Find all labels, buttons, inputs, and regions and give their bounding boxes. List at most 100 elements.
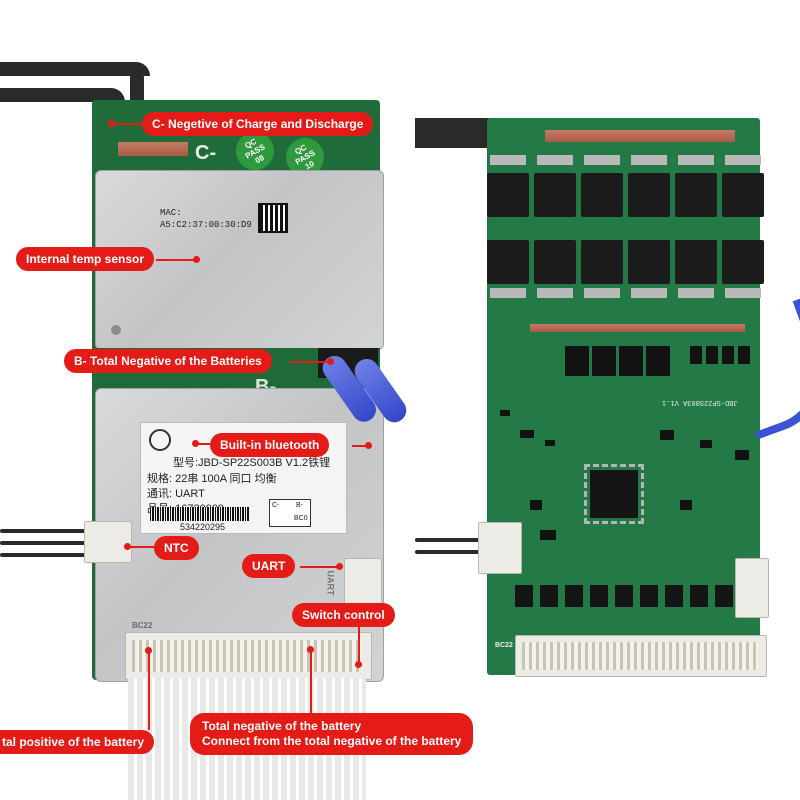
balance-ic (690, 585, 708, 607)
callout-uart: UART (242, 554, 296, 578)
uart-connector (735, 558, 769, 618)
uart-silkscreen: UART (325, 570, 336, 596)
callout-b-negative: B- Total Negative of the Batteries (64, 349, 272, 373)
ntc-wire (415, 550, 485, 554)
balance-ic (615, 585, 633, 607)
screw (111, 325, 121, 335)
mosfet-row-top (487, 155, 764, 235)
brand-logo (149, 429, 171, 451)
leader-dot (193, 256, 200, 263)
callout-c-negative: C- Negetive of Charge and Discharge (142, 112, 374, 136)
mosfet (722, 173, 764, 217)
mosfet (722, 240, 764, 284)
ntc-wire (415, 538, 485, 542)
bc22-silkscreen: BC22 (132, 621, 153, 630)
leader-line (156, 259, 196, 261)
transistor (706, 346, 718, 364)
mosfet (581, 240, 623, 284)
leader-dot (327, 358, 334, 365)
mcu-chip (590, 470, 638, 518)
mosfet (487, 173, 529, 217)
mosfet-row-bottom (487, 240, 764, 320)
mosfet-tab (537, 155, 573, 165)
mosfet-tab (490, 288, 526, 298)
leader-dot (124, 543, 131, 550)
leader-line (196, 443, 210, 445)
qr-code (258, 203, 288, 233)
leader-line (310, 652, 312, 714)
spec-line: 规格: 22串 100A 同口 均衡 (147, 473, 277, 485)
leader-line (290, 361, 330, 363)
model-line: 型号:JBD-SP22S003B V1.2铁锂 (173, 457, 331, 469)
mcu-chip-pins (584, 464, 644, 524)
balance-connector-pins (522, 642, 758, 670)
ntc-connector (478, 522, 522, 574)
leader-dot (145, 647, 152, 654)
smd-component (500, 410, 510, 416)
transistor (646, 346, 670, 376)
mosfet-tab (631, 155, 667, 165)
leader-line (148, 652, 150, 730)
smd-component (540, 530, 556, 540)
mosfet-tab (537, 288, 573, 298)
callout-total-negative-line2: Connect from the total negative of the b… (202, 734, 462, 748)
leader-dot (192, 440, 199, 447)
leader-line (112, 123, 142, 125)
leader-dot (355, 661, 362, 668)
transistor (592, 346, 616, 376)
port-diagram: C- B- BC0 (269, 499, 311, 527)
mosfet-tab (584, 288, 620, 298)
mosfet-tab (725, 288, 761, 298)
callout-total-negative-line1: Total negative of the battery (202, 719, 362, 733)
mosfet-tab (678, 155, 714, 165)
leader-line (128, 546, 156, 548)
balance-ic (640, 585, 658, 607)
leader-line (352, 445, 368, 447)
mosfet (534, 173, 576, 217)
callout-total-negative: Total negative of the battery Connect fr… (190, 713, 474, 755)
board-marking: JBD-SP22S003A V1.1 (662, 398, 738, 406)
ntc-connector (84, 521, 132, 563)
mosfet-tab (678, 288, 714, 298)
black-cable (0, 62, 150, 76)
balance-ic (540, 585, 558, 607)
callout-bluetooth: Built-in bluetooth (210, 433, 330, 457)
balance-ic (590, 585, 608, 607)
smd-component (530, 500, 542, 510)
ntc-wire (0, 529, 90, 533)
barcode (150, 507, 250, 521)
mosfet-tab (584, 155, 620, 165)
leader-line (300, 566, 338, 568)
callout-total-positive: tal positive of the battery (0, 730, 155, 754)
mosfet (675, 240, 717, 284)
balance-ic (565, 585, 583, 607)
smd-component (520, 430, 534, 438)
balance-ic (715, 585, 733, 607)
mosfet-tab (725, 155, 761, 165)
leader-dot (307, 646, 314, 653)
smd-component (545, 440, 555, 446)
callout-internal-temp: Internal temp sensor (16, 247, 155, 271)
mosfet (487, 240, 529, 284)
transistor (738, 346, 750, 364)
mac-address-label: MAC: A5:C2:37:00:30:D9 (160, 208, 252, 230)
leader-dot (108, 120, 115, 127)
leader-dot (336, 563, 343, 570)
mosfet (534, 240, 576, 284)
transistor (619, 346, 643, 376)
mosfet-tab (631, 288, 667, 298)
ntc-wire (0, 553, 90, 557)
copper-busbar (545, 130, 735, 142)
callout-ntc: NTC (154, 536, 199, 560)
comm-line: 通讯: UART (147, 488, 205, 500)
c-minus-silkscreen: C- (195, 142, 217, 164)
copper-busbar (530, 324, 745, 332)
mosfet (628, 173, 670, 217)
transistor (565, 346, 589, 376)
mosfet (675, 173, 717, 217)
serial-number: 534220295 (180, 522, 226, 532)
black-cable (0, 88, 125, 102)
c-minus-copper-bar (118, 142, 188, 156)
smd-component (700, 440, 712, 448)
mosfet-tab (490, 155, 526, 165)
